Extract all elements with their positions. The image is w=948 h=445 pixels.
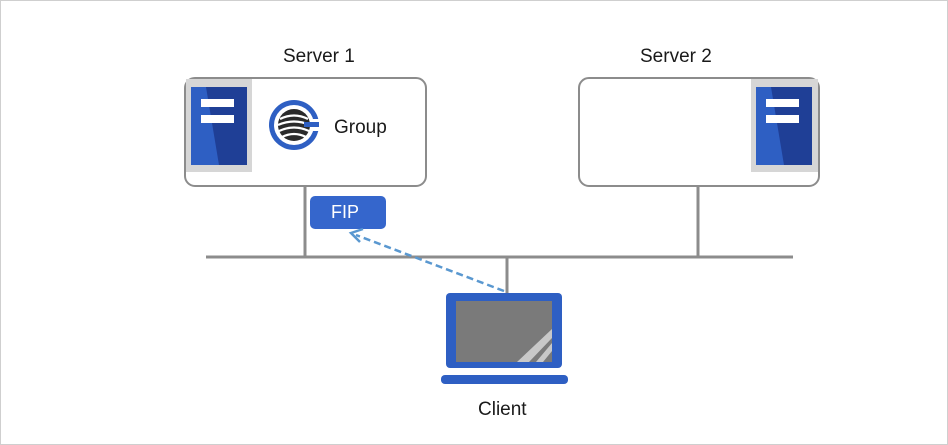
server-icon [191, 87, 247, 165]
fip-badge [310, 196, 386, 229]
client-label: Client [478, 399, 527, 420]
group-label: Group [334, 117, 387, 138]
server1-label: Server 1 [283, 46, 355, 67]
server2-node [578, 77, 820, 187]
server2-label: Server 2 [640, 46, 712, 67]
server1-node [184, 77, 427, 187]
laptop-icon [441, 293, 568, 384]
fip-label: FIP [331, 202, 360, 222]
clusterpro-logo-icon [269, 100, 323, 150]
client-to-fip-arrow [348, 227, 505, 293]
server-icon [756, 87, 812, 165]
